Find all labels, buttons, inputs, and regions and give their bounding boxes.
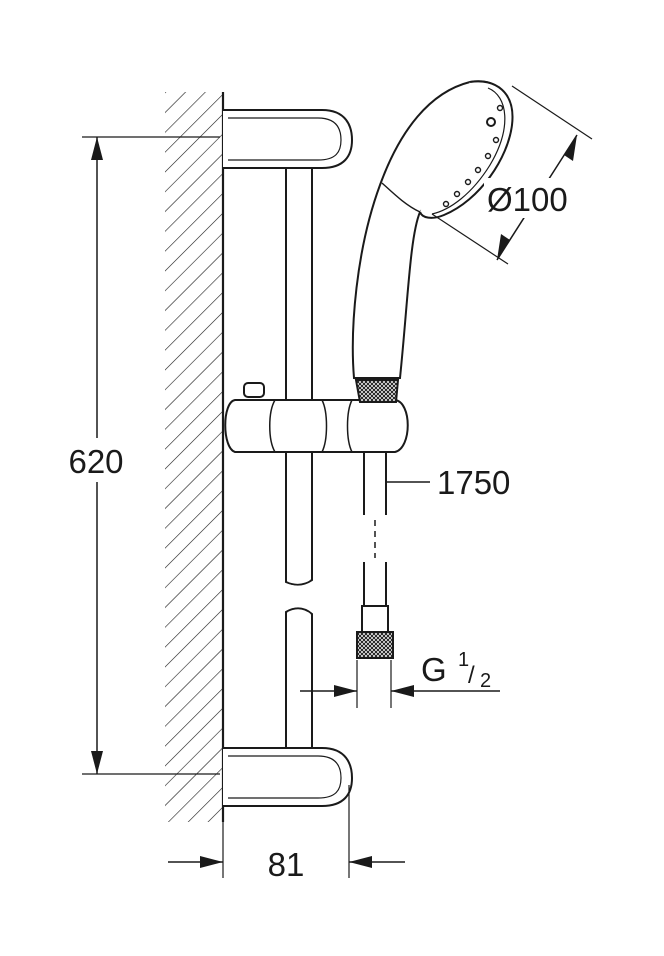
slider-lock-button (243, 382, 265, 398)
hose-nut (356, 631, 394, 659)
dimension-depth-label: 81 (268, 846, 305, 883)
slider-body (224, 399, 409, 453)
shower-hose (356, 452, 394, 659)
dimension-hose-length-label: 1750 (437, 464, 510, 501)
lower-wall-bracket (223, 747, 354, 807)
dimension-thread: G 1 / 2 (300, 649, 500, 708)
thread-denominator-label: 2 (480, 670, 491, 692)
rail-lower-segment (285, 607, 313, 749)
dimension-height-label: 620 (68, 443, 123, 480)
dimension-hose-length: 1750 (386, 464, 510, 501)
dimension-depth: 81 (168, 785, 405, 883)
hose-connector-sleeve (361, 605, 389, 633)
dimension-head-diameter-label: Ø100 (487, 181, 568, 218)
wall (165, 92, 225, 822)
thread-prefix-label: G (421, 651, 447, 688)
wall-hatching (165, 92, 223, 822)
thread-numerator-label: 1 (458, 649, 469, 671)
hand-shower-connector (354, 379, 400, 403)
hand-shower (351, 80, 514, 403)
rail-upper-segment (285, 167, 313, 586)
spray-nozzle-row (442, 104, 504, 208)
slider-holder (224, 382, 409, 453)
upper-wall-bracket (223, 109, 354, 169)
rail-break-mark (285, 579, 313, 615)
spray-nozzle (486, 117, 496, 127)
shower-rail (285, 167, 313, 749)
dimension-head-diameter: Ø100 (431, 85, 593, 265)
thread-fraction-slash: / (468, 662, 475, 689)
dimension-height: 620 (58, 136, 220, 775)
